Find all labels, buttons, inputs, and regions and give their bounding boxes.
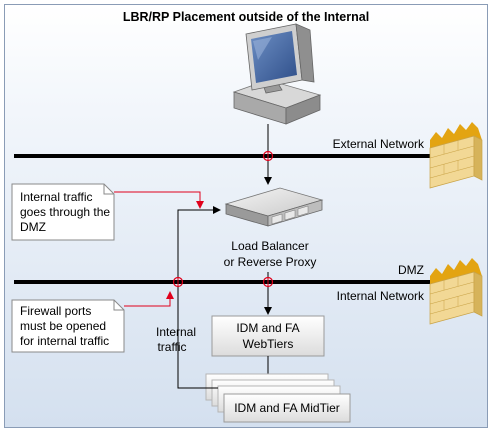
dmz-note-line1: Internal traffic [20,190,92,204]
firewall-note-line3: for internal traffic [20,334,109,348]
external-network-label: External Network [333,137,425,151]
computer-icon [232,23,322,125]
diagram-title: LBR/RP Placement outside of the Internal [123,10,369,24]
firewall-note-line2: must be opened [20,319,106,333]
dmz-note-line3: DMZ [20,220,46,234]
internal-traffic-path [177,206,221,389]
internal-traffic-label-line1: Internal [156,325,196,339]
dmz-firewall-icon [429,258,483,325]
dmz-traffic-note: Internal traffic goes through the DMZ [11,183,115,241]
dmz-label: DMZ [398,263,424,277]
midtier-stack [205,373,351,423]
load-balancer-label-line2: or Reverse Proxy [224,255,317,269]
webtiers-box [211,315,325,357]
dmz-note-line2: goes through the [20,205,110,219]
dmz-note-pointer [114,191,204,209]
internal-network-label: Internal Network [337,289,425,303]
firewall-ports-note: Firewall ports must be opened for intern… [11,299,125,353]
webtiers-label-line1: IDM and FA [236,321,299,335]
midtier-label: IDM and FA MidTier [234,401,340,415]
midtier-box [223,393,351,423]
load-balancer-label-line1: Load Balancer [231,239,308,253]
load-balancer-icon [224,187,324,227]
external-firewall-icon [429,122,483,189]
firewall-note-line1: Firewall ports [20,304,91,318]
firewall-note-pointer [124,291,174,307]
internal-traffic-label-line2: traffic [157,340,186,354]
webtiers-label-line2: WebTiers [243,337,294,351]
